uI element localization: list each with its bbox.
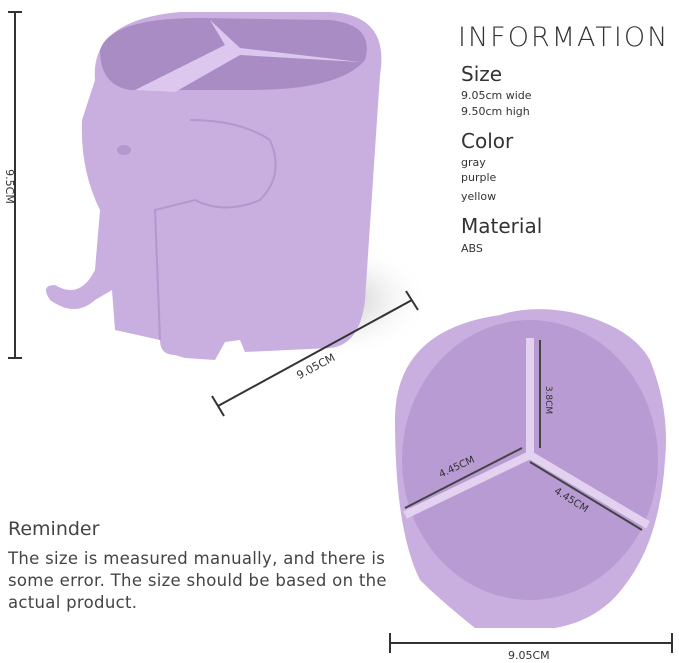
material-value: ABS	[461, 242, 483, 255]
material-heading: Material	[461, 214, 543, 238]
color-gray: gray	[461, 156, 486, 169]
divider-height-label: 3.8CM	[543, 385, 554, 415]
reminder-title: Reminder	[8, 518, 100, 540]
height-label: 9.5CM	[2, 169, 16, 204]
diagonal-width-dimension-line	[211, 290, 419, 417]
color-heading: Color	[461, 129, 514, 153]
size-high: 9.50cm high	[461, 105, 530, 118]
elephant-cup-side-view	[46, 12, 382, 360]
size-heading: Size	[461, 62, 503, 86]
reminder-body: The size is measured manually, and there…	[8, 549, 387, 612]
size-wide: 9.05cm wide	[461, 89, 532, 102]
color-yellow: yellow	[461, 190, 497, 203]
elephant-cup-top-view	[395, 309, 666, 628]
color-purple: purple	[461, 171, 497, 184]
top-width-label: 9.05CM	[508, 649, 550, 662]
height-dimension-line	[8, 11, 22, 359]
divider-arrows	[404, 340, 643, 531]
top-width-dimension-line	[389, 633, 673, 653]
info-title: INFORMATION	[458, 22, 670, 53]
